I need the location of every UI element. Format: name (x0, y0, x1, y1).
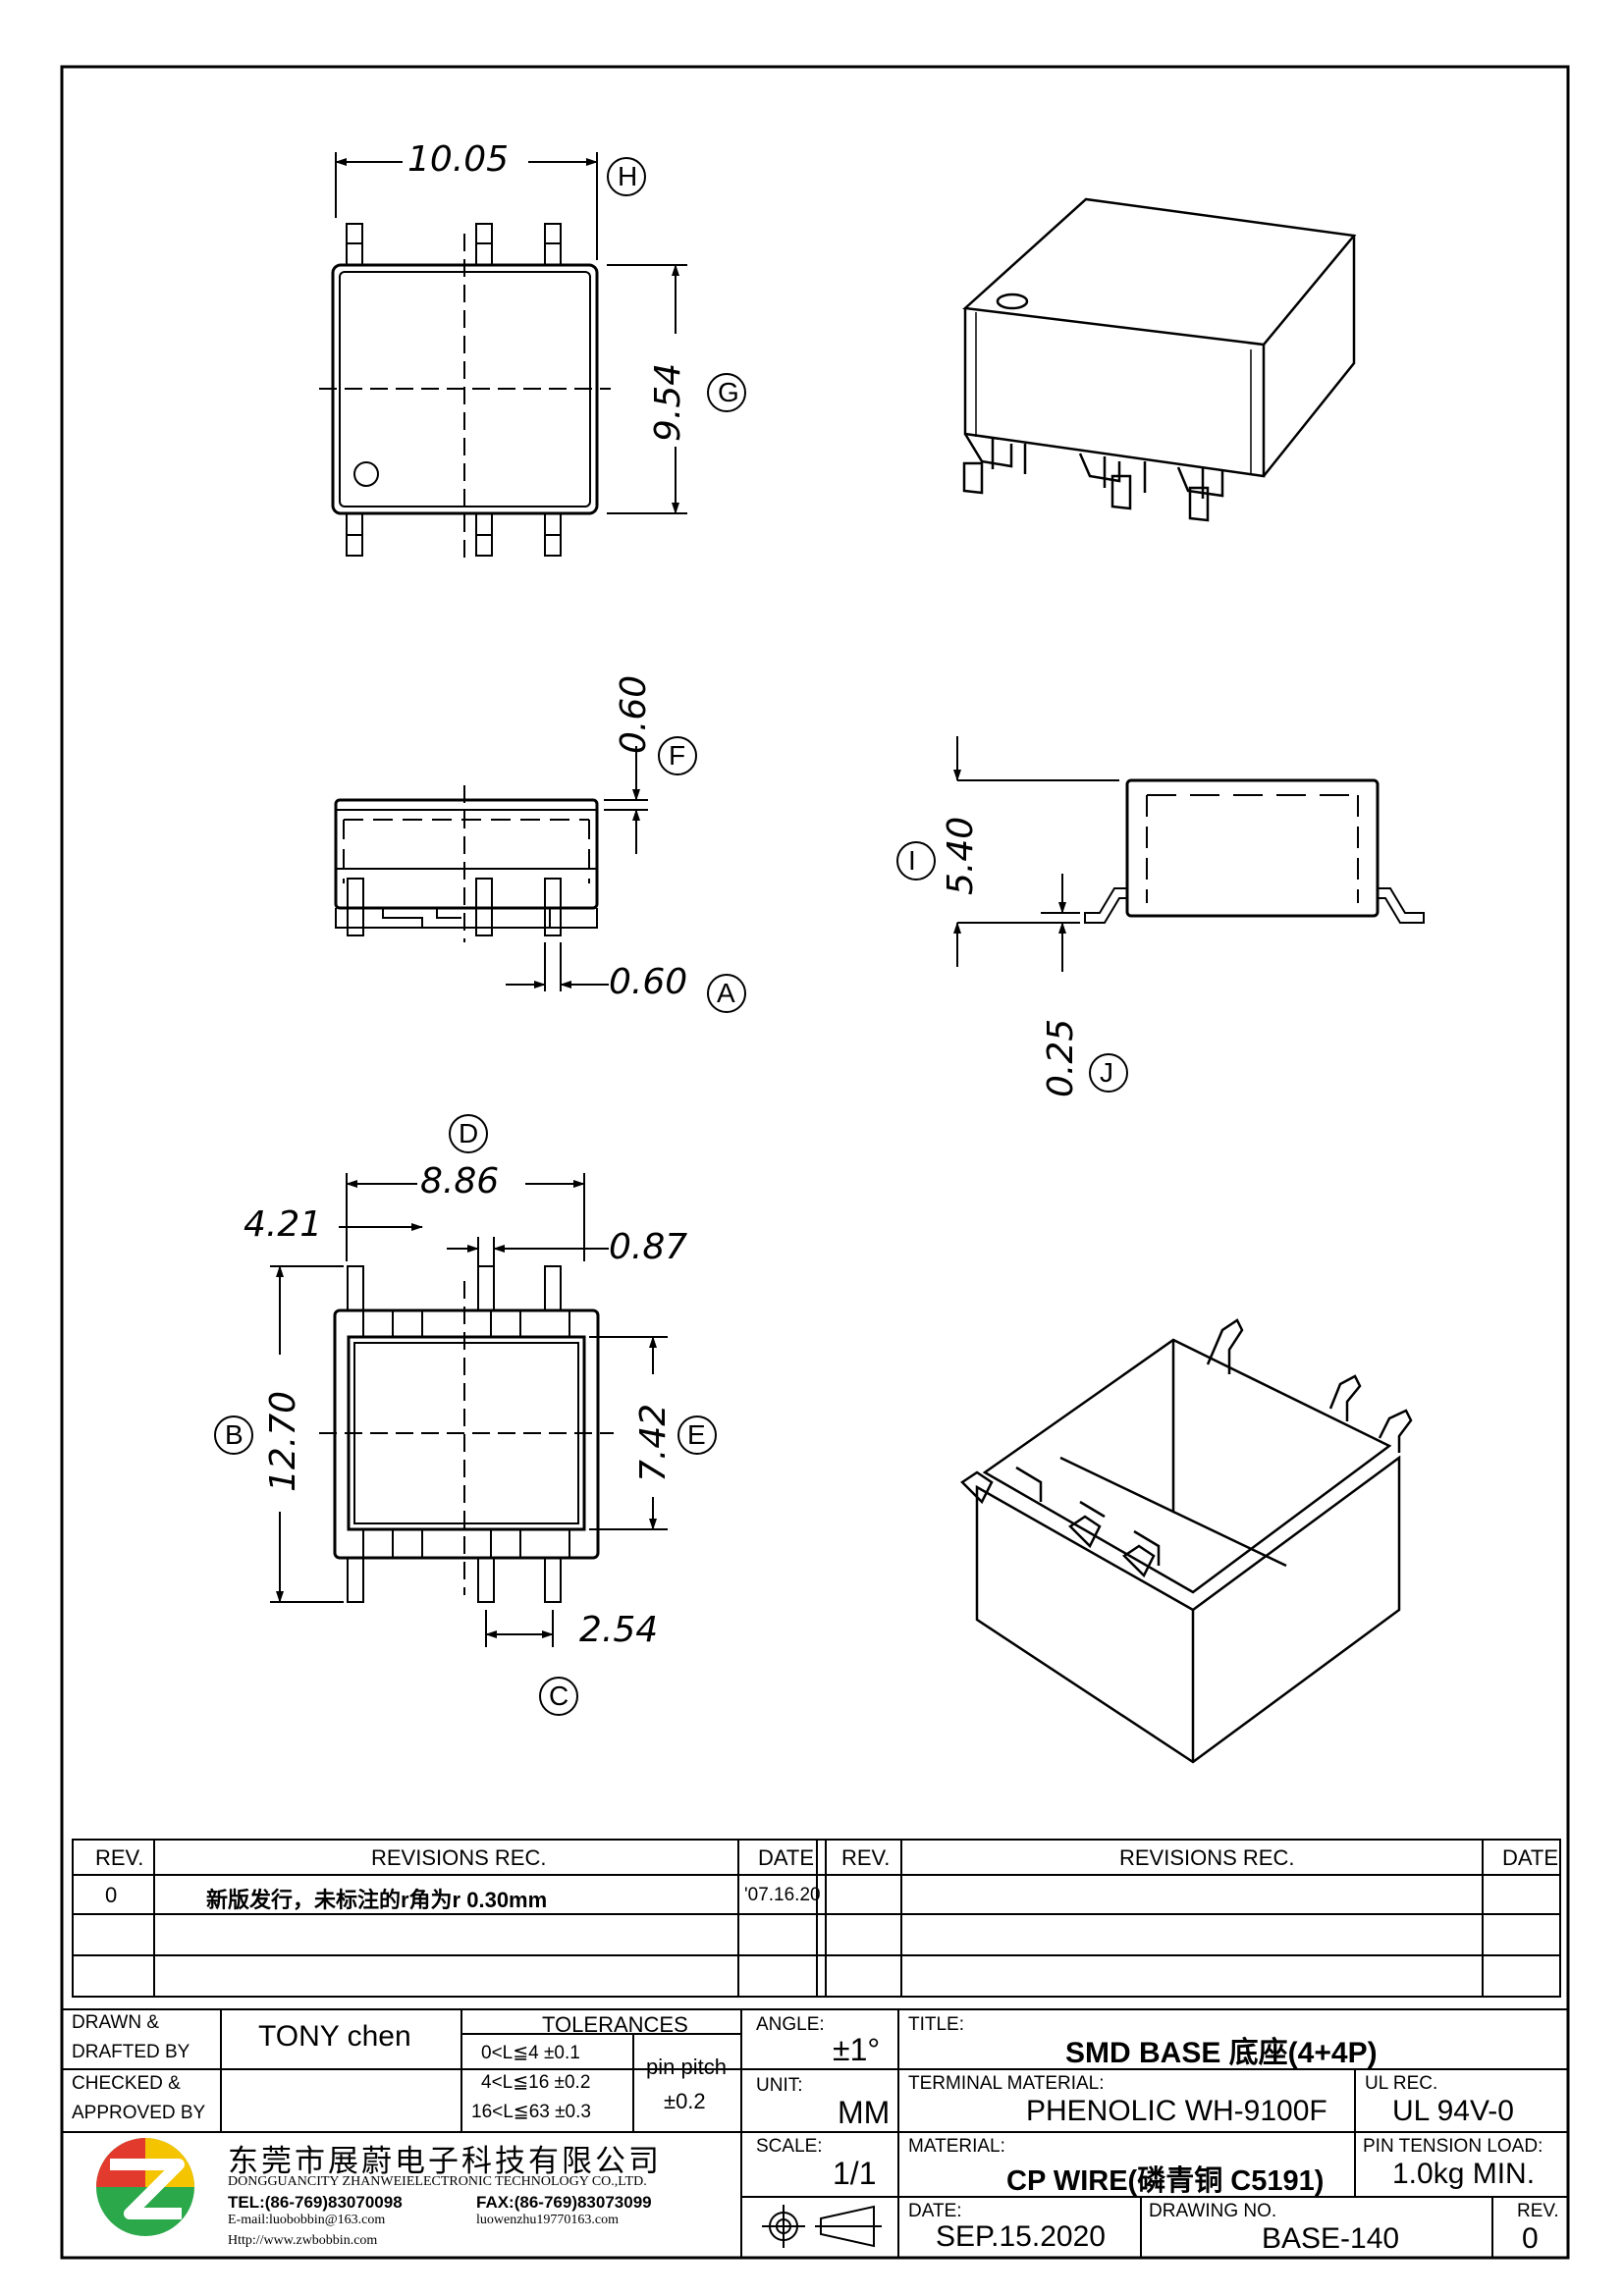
checked-label-2: APPROVED BY (72, 2103, 206, 2123)
material-value: CP WIRE(磷青铜 C5191) (1006, 2165, 1325, 2197)
tolerance-2: 4<L≦16 ±0.2 (481, 2072, 591, 2093)
pin-tension-label: PIN TENSION LOAD: (1363, 2136, 1543, 2157)
company-website: Http://www.zwbobbin.com (228, 2233, 378, 2248)
callout-markers (214, 157, 1128, 1716)
dim-C: 2.54 (579, 1610, 659, 1650)
checked-label-1: CHECKED & (72, 2073, 181, 2094)
material-label: MATERIAL: (908, 2136, 1005, 2157)
drawing-frame (60, 65, 1570, 2260)
title-value: SMD BASE 底座(4+4P) (1065, 2037, 1378, 2069)
rev-row1-text: 新版发行，未标注的r角为r 0.30mm (206, 1888, 548, 1912)
pin-pitch-tolerance: ±0.2 (664, 2089, 706, 2113)
ul-rec-label: UL REC. (1365, 2073, 1438, 2094)
date-header-right: DATE (1502, 1845, 1559, 1870)
date-value: SEP.15.2020 (936, 2220, 1106, 2253)
dim-I: 5.40 (941, 816, 981, 895)
company-logo (96, 2138, 194, 2236)
callout-H: H (618, 161, 638, 191)
scale-label: SCALE: (756, 2136, 823, 2157)
drawn-label-2: DRAFTED BY (72, 2042, 190, 2062)
callout-F: F (669, 740, 686, 771)
terminal-material-label: TERMINAL MATERIAL: (908, 2073, 1105, 2094)
unit-value: MM (838, 2095, 891, 2130)
callout-B: B (225, 1419, 244, 1450)
company-tel: TEL:(86-769)83070098 (228, 2193, 403, 2212)
iso-view-bottom (960, 1318, 1413, 1764)
date-header-left: DATE (758, 1845, 815, 1870)
company-name-cn: 东莞市展蔚电子科技有限公司 (228, 2144, 662, 2178)
tolerances-label: TOLERANCES (542, 2012, 688, 2037)
dim-D: 8.86 (420, 1161, 500, 1201)
dim-E: 7.42 (633, 1403, 674, 1482)
company-email-2: luowenzhu19770163.com (476, 2213, 620, 2227)
iso-view-top (962, 197, 1357, 522)
title-label: TITLE: (908, 2014, 965, 2035)
dim-A: 0.60 (609, 962, 688, 1002)
unit-label: UNIT: (756, 2075, 803, 2096)
dim-J: 0.25 (1041, 1018, 1081, 1097)
rev-label: REV. (1517, 2201, 1559, 2221)
revisions-header-left: REVISIONS REC. (371, 1845, 547, 1870)
front-view (334, 746, 648, 991)
drawn-by-value: TONY chen (258, 2020, 411, 2053)
rev-row1-number: 0 (105, 1883, 118, 1907)
dim-H: 10.05 (407, 139, 510, 180)
dim-G: 9.54 (648, 362, 688, 442)
rev-header-left: REV. (95, 1845, 144, 1870)
callout-J: J (1100, 1057, 1113, 1088)
angle-value: ±1° (833, 2032, 881, 2067)
callout-G: G (718, 377, 739, 407)
pin-pitch-label: pin pitch (646, 2055, 727, 2079)
company-name-en: DONGGUANCITY ZHANWEIELECTRONIC TECHNOLOG… (228, 2174, 647, 2189)
rev-header-right: REV. (841, 1845, 891, 1870)
drawing-no-value: BASE-140 (1262, 2222, 1400, 2255)
callout-E: E (687, 1419, 706, 1450)
pin-tension-value: 1.0kg MIN. (1392, 2158, 1536, 2190)
tolerance-3: 16<L≦63 ±0.3 (471, 2102, 591, 2122)
scale-value: 1/1 (833, 2156, 877, 2191)
callout-I: I (908, 845, 916, 876)
terminal-material-value: PHENOLIC WH-9100F (1026, 2095, 1327, 2127)
bottom-view (270, 1173, 668, 1647)
side-view (953, 736, 1425, 972)
date-label: DATE: (908, 2201, 962, 2221)
table-lines (62, 1839, 1568, 2258)
dim-B: 12.70 (263, 1390, 303, 1492)
company-email-1: E-mail:luobobbin@163.com (228, 2213, 386, 2227)
callout-A: A (717, 978, 735, 1008)
ul-rec-value: UL 94V-0 (1392, 2095, 1514, 2127)
angle-label: ANGLE: (756, 2014, 825, 2035)
top-view (319, 152, 687, 558)
tolerance-1: 0<L≦4 ±0.1 (481, 2043, 580, 2063)
drawn-label-1: DRAWN & (72, 2012, 160, 2033)
revisions-header-right: REVISIONS REC. (1119, 1845, 1295, 1870)
callout-D: D (459, 1118, 479, 1148)
rev-value: 0 (1522, 2222, 1539, 2255)
dim-421: 4.21 (244, 1204, 323, 1245)
dim-F: 0.60 (614, 674, 654, 754)
rev-row1-date: '07.16.20 (744, 1885, 821, 1905)
drawing-no-label: DRAWING NO. (1149, 2201, 1277, 2221)
callout-C: C (549, 1681, 569, 1711)
dim-087: 0.87 (609, 1227, 688, 1267)
company-fax: FAX:(86-769)83073099 (476, 2193, 652, 2212)
